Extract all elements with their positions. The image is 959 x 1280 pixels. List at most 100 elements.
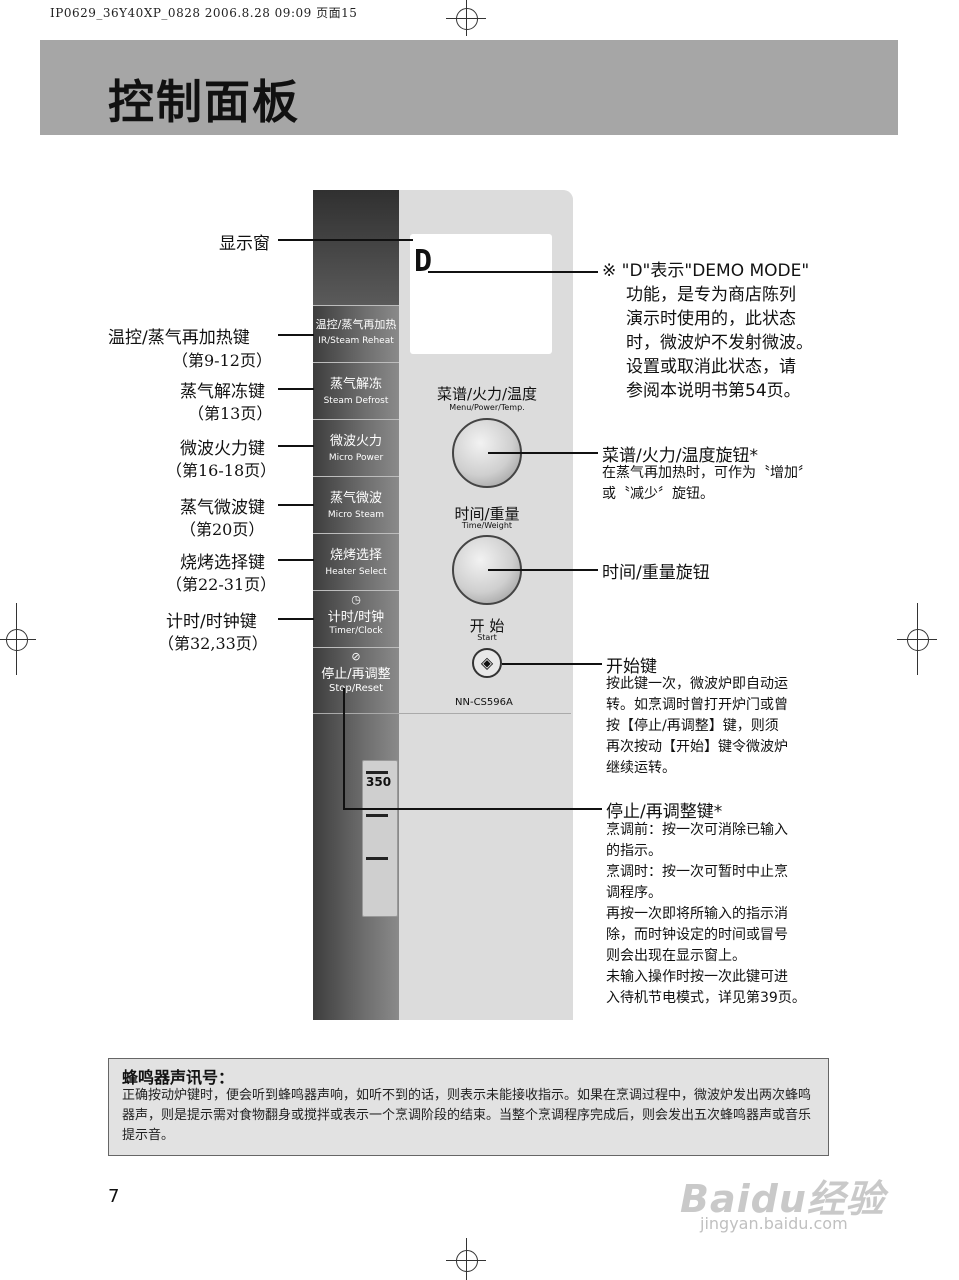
- leader-line: [278, 445, 314, 447]
- start-key-desc: 按此键一次，微波炉即自动运 转。如烹调时曾打开炉门或曾 按【停止/再调整】键，则…: [606, 674, 788, 779]
- leader-line: [278, 334, 314, 336]
- leader-line: [278, 618, 314, 620]
- slot-350-label: 350: [366, 775, 392, 789]
- baidu-watermark-url: jingyan.baidu.com: [700, 1214, 848, 1233]
- crop-mark-bottom-h: [446, 1260, 486, 1261]
- title-bar: [40, 40, 898, 135]
- key-heater-select[interactable]: 烧烤选择 Heater Select: [313, 533, 399, 590]
- desc-line: 则会出现在显示窗上。: [606, 948, 746, 964]
- leader-line: [278, 559, 314, 561]
- menu-knob-label: 菜谱/火力/温度: [436, 385, 538, 403]
- baidu-watermark-logo: Baidu经验: [680, 1177, 885, 1221]
- label-micro-steam-page: （第20页）: [180, 520, 265, 539]
- key-label: 烧烤选择: [329, 548, 382, 563]
- slot-mark: [366, 771, 388, 774]
- print-header: IP0629_36Y40XP_0828 2006.8.28 09:09 页面15: [50, 6, 358, 20]
- label-timer-clock-page: （第32,33页）: [158, 634, 268, 653]
- stop-icon: ⊘: [351, 650, 361, 663]
- leader-line: [502, 663, 602, 665]
- label-heater-select: 烧烤选择键: [180, 553, 265, 573]
- desc-line: 继续运转。: [606, 760, 676, 776]
- leader-line: [278, 504, 314, 506]
- key-micro-steam[interactable]: 蒸气微波 Micro Steam: [313, 476, 399, 533]
- demo-mode-note: ※ "D"表示"DEMO MODE" 功能，是专为商店陈列 演示时使用的，此状态…: [602, 259, 813, 403]
- label-micro-power: 微波火力键: [180, 439, 265, 459]
- time-knob-label: 时间/重量: [454, 505, 520, 523]
- panel-divider: [313, 713, 571, 714]
- time-knob-title: 时间/重量旋钮: [602, 563, 710, 583]
- start-key-title: 开始键: [606, 657, 657, 677]
- key-steam-defrost[interactable]: 蒸气解冻 Steam Defrost: [313, 362, 399, 419]
- key-label: 蒸气微波: [329, 491, 382, 506]
- key-micro-power[interactable]: 微波火力 Micro Power: [313, 419, 399, 476]
- crop-mark-left-h: [0, 639, 36, 640]
- key-label: 计时/时钟: [327, 610, 385, 625]
- desc-line: 转。如烹调时曾打开炉门或曾: [606, 697, 788, 713]
- key-stop-reset[interactable]: ⊘ 停止/再调整 Stop/Reset: [313, 647, 399, 704]
- key-label-en: IR/Steam Reheat: [318, 336, 394, 346]
- key-timer-clock[interactable]: ◷ 计时/时钟 Timer/Clock: [313, 590, 399, 647]
- key-label-en: Micro Power: [328, 453, 384, 463]
- label-ir-steam-reheat-page: （第9-12页）: [172, 351, 272, 370]
- door-slot: [362, 760, 398, 917]
- demo-note-line: 功能，是专为商店陈列: [626, 285, 796, 305]
- menu-knob-desc: 在蒸气再加热时，可作为〝增加〞: [602, 465, 812, 481]
- label-ir-steam-reheat: 温控/蒸气再加热键: [108, 328, 250, 348]
- key-label-en: Steam Defrost: [323, 396, 389, 406]
- label-display-window: 显示窗: [219, 234, 270, 254]
- buzzer-notice-title: 蜂鸣器声讯号：: [122, 1068, 235, 1087]
- crop-mark-left-v: [16, 603, 17, 675]
- label-heater-select-page: （第22-31页）: [166, 575, 277, 594]
- demo-note-line: ※ "D"表示"DEMO MODE": [602, 261, 810, 281]
- demo-note-line: 参阅本说明书第54页。: [626, 381, 801, 401]
- slot-mark: [366, 857, 388, 860]
- leader-line: [343, 688, 345, 810]
- label-steam-defrost: 蒸气解冻键: [180, 382, 265, 402]
- leader-line: [278, 239, 413, 241]
- stop-key-desc: 烹调前：按一次可消除已输入 的指示。 烹调时：按一次可暂时中止烹 调程序。 再按…: [606, 820, 806, 1009]
- desc-line: 按【停止/再调整】键，则须: [606, 718, 779, 734]
- start-button[interactable]: ◈: [472, 648, 502, 678]
- key-label: 温控/蒸气再加热: [315, 318, 397, 331]
- crop-mark-top-circle: [456, 8, 478, 30]
- start-label: 开 始: [469, 617, 505, 635]
- buzzer-notice-box: [108, 1058, 829, 1156]
- start-icon: ◈: [480, 653, 494, 672]
- panel-top-band: [313, 190, 399, 305]
- key-label: 停止/再调整: [321, 667, 391, 682]
- desc-line: 烹调时：按一次可暂时中止烹: [606, 864, 788, 880]
- menu-knob-desc: 或〝减少〞旋钮。: [602, 486, 714, 502]
- leader-line: [488, 452, 598, 454]
- leader-line: [428, 271, 598, 273]
- key-label-en: Heater Select: [325, 567, 387, 577]
- key-ir-steam-reheat[interactable]: 温控/蒸气再加热 IR/Steam Reheat: [313, 305, 399, 362]
- clock-icon: ◷: [351, 593, 361, 606]
- desc-line: 调程序。: [606, 885, 662, 901]
- key-label: 微波火力: [329, 434, 382, 449]
- start-label-en: Start: [477, 633, 497, 642]
- demo-note-line: 时，微波炉不发射微波。: [626, 333, 813, 353]
- demo-note-line: 演示时使用的，此状态: [626, 309, 796, 329]
- crop-mark-bottom-circle: [456, 1250, 478, 1272]
- crop-mark-right-v: [917, 603, 918, 675]
- display-window: [410, 234, 552, 354]
- label-micro-power-page: （第16-18页）: [166, 461, 277, 480]
- label-micro-steam: 蒸气微波键: [180, 498, 265, 518]
- crop-mark-left-circle: [6, 629, 28, 651]
- desc-line: 的指示。: [606, 843, 662, 859]
- desc-line: 按此键一次，微波炉即自动运: [606, 676, 788, 692]
- buzzer-notice-body: 正确按动炉键时，便会听到蜂鸣器声响，如听不到的话，则表示未能接收指示。如果在烹调…: [122, 1088, 812, 1143]
- desc-line: 烹调前：按一次可消除已输入: [606, 822, 788, 838]
- desc-line: 再次按动【开始】键令微波炉: [606, 739, 788, 755]
- display-demo-char: D: [414, 244, 433, 279]
- label-timer-clock: 计时/时钟键: [166, 612, 257, 632]
- key-label-en: Timer/Clock: [329, 626, 383, 636]
- model-number: NN-CS596A: [455, 697, 513, 708]
- crop-mark-right-circle: [907, 629, 929, 651]
- key-label-en: Micro Steam: [327, 510, 385, 520]
- demo-note-line: 设置或取消此状态，请: [626, 357, 796, 377]
- leader-line: [488, 569, 598, 571]
- stop-key-title: 停止/再调整键*: [606, 802, 723, 822]
- desc-line: 再按一次即将所输入的指示消: [606, 906, 788, 922]
- desc-line: 除，而时钟设定的时间或冒号: [606, 927, 788, 943]
